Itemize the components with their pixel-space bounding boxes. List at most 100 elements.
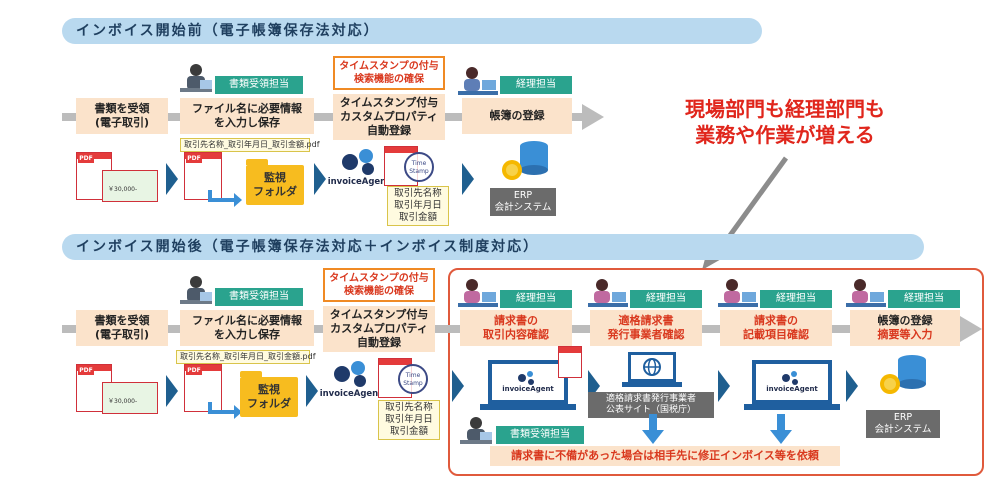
filled-document-icon-after: PDF	[184, 364, 224, 414]
gov-site-line2: 公表サイト（国税庁）	[605, 405, 696, 415]
role-tag-reception-before: 書類受領担当	[215, 76, 303, 94]
pdf-tag: PDF	[186, 366, 202, 375]
timestamp-line1: タイムスタンプの付与	[329, 273, 429, 284]
folder-label-line2: フォルダ	[247, 397, 291, 410]
laptop-ia-label: invoiceAgent	[502, 385, 554, 393]
step-timestamp-line2: カスタムプロパティ	[330, 322, 428, 335]
erp-system-box-after: ERP 会計システム	[866, 410, 940, 438]
flow-chevron-5-after	[718, 370, 730, 402]
timestamp-stamp-icon-before: Time Stamp	[384, 146, 442, 186]
folder-label-line1: 監視	[264, 171, 286, 184]
meta-amount: 取引金額	[389, 426, 428, 437]
custom-property-meta-before: 取引先名称 取引年月日 取引金額	[387, 186, 449, 226]
meta-amount: 取引金額	[398, 212, 437, 223]
custom-property-meta-after: 取引先名称 取引年月日 取引金額	[378, 400, 440, 440]
invoice-system-highlight-frame	[448, 268, 984, 476]
watch-folder-tab-after	[240, 371, 262, 377]
step-invoice-items-check: 請求書の 記載項目確認	[720, 310, 832, 346]
meta-date: 取引年月日	[394, 200, 442, 211]
section-title-before: インボイス開始前（電子帳簿保存法対応）	[62, 18, 762, 44]
step-receive-documents: 書類を受領 (電子取引)	[76, 98, 168, 134]
flow-chevron-1-after	[166, 375, 178, 407]
pdf-tag: PDF	[78, 154, 94, 163]
laptop-invoice-agent-icon-1: invoiceAgent	[480, 356, 580, 412]
folder-label-line1: 監視	[258, 383, 280, 396]
invoice-documents-icon-before: PDF ￥30,000-	[76, 150, 160, 206]
role-tag-accounting-3: 経理担当	[760, 290, 832, 308]
accounting-staff-icon-3	[718, 278, 758, 310]
watch-folder-tab-before	[246, 159, 268, 165]
step-check2-line2: 発行事業者確認	[607, 328, 685, 341]
step-receive-line2: (電子取引)	[94, 328, 150, 341]
erp-line1: ERP	[513, 190, 533, 201]
callout-workload-increase: 現場部門も経理部門も 業務や作業が増える	[640, 96, 930, 148]
step-check3-line1: 請求書の	[754, 314, 798, 327]
watch-folder-icon-before: 監視 フォルダ	[246, 165, 304, 205]
flow-line-before	[62, 113, 582, 121]
filename-example-before: 取引先名称_取引年月日_取引金額.pdf	[180, 138, 320, 152]
save-arrow-icon-before	[208, 188, 244, 208]
callout-line1: 現場部門も経理部門も	[685, 97, 885, 121]
step-receive-line1: 書類を受領	[94, 314, 150, 327]
timestamp-line2: 検索機能の確保	[354, 74, 424, 85]
step-receive-line1: 書類を受領	[94, 102, 150, 115]
folder-label-line2: フォルダ	[253, 185, 297, 198]
invoice-agent-label-before: invoiceAgent	[327, 177, 391, 187]
step-receive-line2: (電子取引)	[94, 116, 150, 129]
accounting-staff-icon-1	[458, 278, 498, 310]
step-timestamp-auto-register-after: タイムスタンプ付与 カスタムプロパティ 自動登録	[323, 306, 435, 352]
reception-staff-icon-notice	[458, 416, 494, 448]
role-tag-reception-after: 書類受領担当	[215, 288, 303, 306]
meta-partner: 取引先名称	[394, 188, 442, 199]
step-filename-line2: を入力し保存	[214, 116, 280, 129]
stamp-text-1: Time	[411, 160, 427, 167]
accounting-staff-icon-4	[846, 278, 886, 310]
callout-line2: 業務や作業が増える	[695, 123, 875, 147]
pdf-tag: PDF	[78, 366, 94, 375]
timestamp-requirement-box-after: タイムスタンプの付与 検索機能の確保	[323, 268, 435, 302]
role-tag-accounting-before: 経理担当	[500, 76, 572, 94]
step-filename-line1: ファイル名に必要情報	[192, 314, 302, 327]
accounting-staff-icon	[458, 66, 498, 98]
erp-system-box-before: ERP 会計システム	[490, 188, 556, 216]
step-ledger-registration-after: 帳簿の登録 摘要等入力	[850, 310, 960, 346]
laptop-invoice-agent-icon-2: invoiceAgent	[744, 356, 844, 412]
flow-chevron-2-before	[314, 163, 326, 195]
gov-site-line1: 適格請求書発行事業者	[605, 394, 696, 404]
erp-line2: 会計システム	[494, 202, 552, 213]
role-tag-accounting-2: 経理担当	[630, 290, 702, 308]
laptop-web-icon	[622, 350, 682, 390]
stamp-text-2: Stamp	[409, 168, 429, 175]
amount-label: ￥30,000-	[108, 398, 138, 405]
step-ledger-line2: 摘要等入力	[877, 328, 933, 341]
section-title-after: インボイス開始後（電子帳簿保存法対応＋インボイス制度対応）	[62, 234, 924, 260]
down-arrow-icon-1	[642, 414, 664, 444]
invoice-documents-icon-after: PDF ￥30,000-	[76, 362, 160, 418]
erp-coins-icon-after	[874, 352, 930, 398]
step-check1-line2: 取引内容確認	[483, 328, 549, 341]
step-check2-line1: 適格請求書	[618, 314, 674, 327]
flow-chevron-1-before	[166, 163, 178, 195]
timestamp-requirement-box-before: タイムスタンプの付与 検索機能の確保	[333, 56, 445, 90]
timestamp-line1: タイムスタンプの付与	[339, 61, 439, 72]
stamp-text-2: Stamp	[403, 380, 423, 387]
role-tag-accounting-1: 経理担当	[500, 290, 572, 308]
step-ledger-registration: 帳簿の登録	[462, 98, 572, 134]
save-arrow-icon-after	[208, 400, 244, 420]
meta-date: 取引年月日	[385, 414, 433, 425]
erp-coins-icon-before	[496, 138, 552, 184]
timestamp-line2: 検索機能の確保	[344, 286, 414, 297]
step-timestamp-line1: タイムスタンプ付与	[329, 308, 429, 321]
invoice-pdf-overlay-icon	[558, 346, 582, 378]
step-filename-input: ファイル名に必要情報 を入力し保存	[180, 98, 314, 134]
step-filename-line1: ファイル名に必要情報	[192, 102, 302, 115]
step-filename-line2: を入力し保存	[214, 328, 280, 341]
erp-line1: ERP	[893, 412, 913, 423]
accounting-staff-icon-2	[588, 278, 628, 310]
flow-chevron-2-after	[306, 375, 318, 407]
step-timestamp-line2: カスタムプロパティ	[340, 110, 438, 123]
invoice-agent-label-after: invoiceAgent	[319, 389, 383, 399]
step-timestamp-auto-register: タイムスタンプ付与 カスタムプロパティ 自動登録	[333, 94, 445, 140]
amount-label: ￥30,000-	[108, 186, 138, 193]
meta-partner: 取引先名称	[385, 402, 433, 413]
